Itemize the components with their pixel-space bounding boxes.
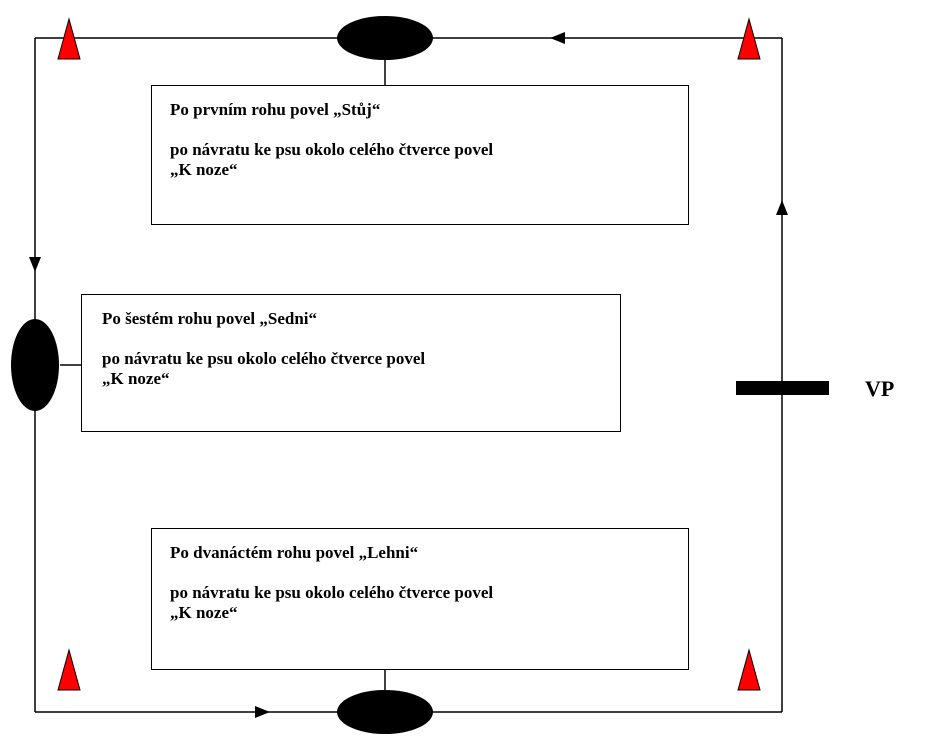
direction-arrow-bottom xyxy=(255,706,270,718)
direction-arrow-left xyxy=(29,257,41,272)
start-bar xyxy=(736,381,829,395)
dog-position-marker-bottom xyxy=(337,690,433,734)
corner-cones xyxy=(57,17,761,691)
command-note-twelfth-corner: Po dvanáctém rohu povel „Lehni“ po návra… xyxy=(151,528,689,670)
note-return-command: „K noze“ xyxy=(170,603,238,622)
cone-icon-bottom-left xyxy=(57,648,81,691)
dog-position-marker-top xyxy=(337,16,433,60)
cone-icon-bottom-right xyxy=(737,648,761,691)
note-command: Po dvanáctém rohu povel „Lehni“ xyxy=(170,543,419,562)
command-note-sixth-corner: Po šestém rohu povel „Sedni“ po návratu … xyxy=(81,294,621,432)
dog-position-marker-left xyxy=(11,319,59,411)
command-note-first-corner: Po prvním rohu povel „Stůj“ po návratu k… xyxy=(151,85,689,225)
note-instruction: po návratu ke psu okolo celého čtverce p… xyxy=(170,140,494,159)
cone-icon-top-right xyxy=(737,17,761,60)
note-command: Po prvním rohu povel „Stůj“ xyxy=(170,100,381,119)
note-command: Po šestém rohu povel „Sedni“ xyxy=(102,309,318,328)
dog-position-markers xyxy=(11,16,433,734)
direction-arrow-right xyxy=(776,200,788,215)
note-instruction: po návratu ke psu okolo celého čtverce p… xyxy=(102,349,426,368)
note-instruction: po návratu ke psu okolo celého čtverce p… xyxy=(170,583,494,602)
note-return-command: „K noze“ xyxy=(170,160,238,179)
direction-arrow-top xyxy=(550,32,565,44)
note-return-command: „K noze“ xyxy=(102,369,170,388)
vp-label: VP xyxy=(865,376,895,401)
cone-icon-top-left xyxy=(57,17,81,60)
direction-arrows xyxy=(29,32,788,718)
